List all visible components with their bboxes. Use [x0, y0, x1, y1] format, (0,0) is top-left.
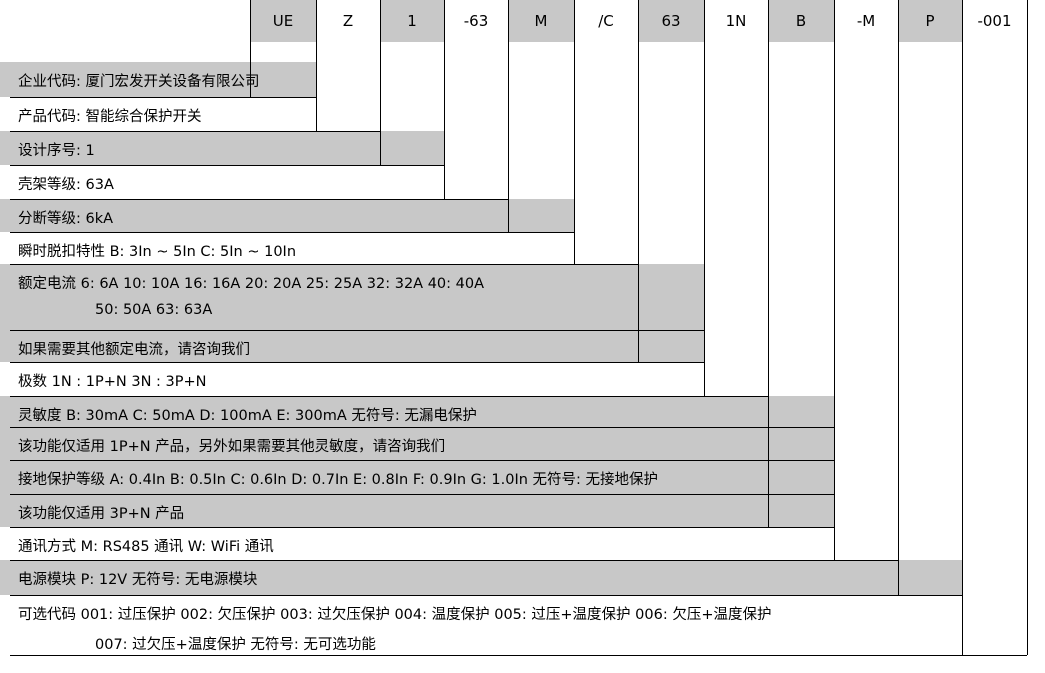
code-label: 1N [725, 12, 747, 30]
code-label: -M [856, 12, 876, 30]
spec-row-text: 如果需要其他额定电流，请咨询我们 [18, 342, 250, 358]
spec-row-text: 该功能仅适用 3P+N 产品 [18, 506, 185, 522]
spec-row-band [0, 396, 834, 427]
spec-row-band [0, 460, 834, 494]
spec-row-band [0, 165, 508, 199]
spec-row-text: 该功能仅适用 1P+N 产品，另外如果需要其他灵敏度，请咨询我们 [18, 439, 446, 455]
code-label: P [925, 12, 935, 30]
row-bottom-line [10, 560, 898, 561]
row-bottom-line [10, 655, 1027, 656]
code-cell-11: P [898, 0, 962, 42]
spec-row-text: 电源模块 P: 12V 无符号: 无电源模块 [18, 572, 258, 588]
row-bottom-line [10, 165, 444, 166]
column-separator-line [638, 0, 639, 362]
code-label: 63 [661, 12, 681, 30]
column-separator-line [962, 0, 963, 655]
code-cell-3: 1 [380, 0, 444, 42]
spec-row-text: 极数 1N : 1P+N 3N : 3P+N [18, 374, 207, 390]
spec-row-band [0, 131, 444, 165]
code-cell-9: B [768, 0, 834, 42]
code-cell-7: 63 [638, 0, 704, 42]
spec-row-text: 瞬时脱扣特性 B: 3In ~ 5In C: 5In ~ 10In [18, 244, 297, 260]
spec-row-text-continued: 50: 50A 63: 63A [95, 302, 213, 318]
column-separator-line [768, 0, 769, 527]
row-bottom-line [10, 330, 704, 331]
code-cell-6: /C [574, 0, 638, 42]
code-cell-8: 1N [704, 0, 768, 42]
code-label: Z [342, 12, 354, 30]
spec-row-text: 壳架等级: 63A [18, 177, 114, 193]
row-bottom-line [10, 97, 316, 98]
code-cell-12: -001 [962, 0, 1027, 42]
spec-row-band [0, 62, 316, 97]
row-bottom-line [10, 264, 638, 265]
column-separator-line [898, 0, 899, 595]
spec-row-text: 企业代码: 厦门宏发开关设备有限公司 [18, 74, 260, 90]
column-separator-line [380, 0, 381, 165]
spec-row-band [0, 427, 834, 460]
spec-row-band [0, 232, 638, 264]
spec-row-band [0, 199, 574, 232]
spec-row-text: 通讯方式 M: RS485 通讯 W: WiFi 通讯 [18, 539, 274, 555]
row-bottom-line [10, 362, 704, 363]
row-bottom-line [10, 427, 834, 428]
code-label: -001 [977, 12, 1012, 30]
code-label: B [795, 12, 807, 30]
code-cell-5: M [508, 0, 574, 42]
spec-row-text: 额定电流 6: 6A 10: 10A 16: 16A 20: 20A 25: 2… [18, 276, 485, 292]
spec-row-text: 分断等级: 6kA [18, 211, 114, 227]
spec-row-text: 设计序号: 1 [18, 143, 95, 159]
column-separator-line [316, 0, 317, 131]
right-edge-line [1027, 0, 1028, 655]
spec-row-band [0, 527, 898, 560]
row-bottom-line [10, 494, 834, 495]
row-bottom-line [10, 131, 380, 132]
spec-row-text: 可选代码 001: 过压保护 002: 欠压保护 003: 过欠压保护 004:… [18, 607, 772, 623]
spec-row-band [0, 560, 962, 595]
code-cell-10: -M [834, 0, 898, 42]
spec-row-text: 产品代码: 智能综合保护开关 [18, 109, 202, 125]
row-bottom-line [10, 460, 834, 461]
code-cell-1: UE [250, 0, 316, 42]
code-label: 1 [407, 12, 417, 30]
column-separator-line [444, 0, 445, 199]
row-bottom-line [10, 396, 768, 397]
code-label: -63 [463, 12, 489, 30]
row-bottom-line [10, 232, 574, 233]
spec-row-text: 接地保护等级 A: 0.4In B: 0.5In C: 0.6In D: 0.7… [18, 472, 659, 488]
spec-row-band [0, 494, 834, 527]
column-separator-line [834, 0, 835, 560]
spec-row-band [0, 264, 704, 330]
column-separator-line [704, 0, 705, 396]
column-separator-line [508, 0, 509, 232]
column-separator-line [574, 0, 575, 264]
code-label: M [534, 12, 548, 30]
spec-row-text: 灵敏度 B: 30mA C: 50mA D: 100mA E: 300mA 无符… [18, 408, 477, 424]
spec-row-band [0, 330, 704, 362]
spec-row-band [0, 362, 768, 396]
column-separator-line [250, 0, 251, 97]
spec-row-band [0, 595, 1027, 655]
code-cell-4: -63 [444, 0, 508, 42]
code-label: UE [272, 12, 294, 30]
row-bottom-line [10, 199, 508, 200]
code-cell-2: Z [316, 0, 380, 42]
spec-row-text-continued: 007: 过欠压+温度保护 无符号: 无可选功能 [95, 637, 376, 653]
row-bottom-line [10, 527, 834, 528]
row-bottom-line [10, 595, 962, 596]
code-label: /C [598, 12, 614, 30]
